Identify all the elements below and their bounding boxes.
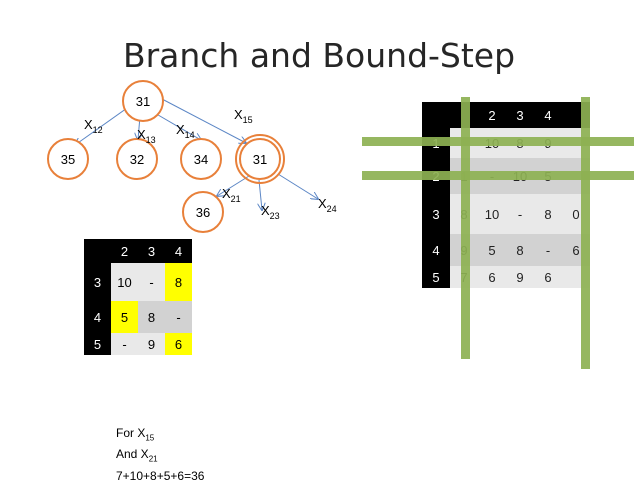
edge-label-x21: X21: [222, 186, 241, 204]
matrix-header-row: 2 3 4: [422, 102, 590, 128]
reduced-cell: -: [111, 333, 138, 355]
matrix-cell: 8: [506, 234, 534, 266]
note-line-3: 7+10+8+5+6=36: [116, 468, 205, 483]
edge-x24: [277, 173, 318, 199]
reduced-header-row: 2 3 4: [84, 239, 192, 263]
tree-node-x15: 31: [235, 134, 285, 184]
matrix-row-header: 4: [422, 234, 450, 266]
matrix-row: 5 7 6 9 6: [422, 266, 590, 288]
tree-node-x13: 32: [116, 138, 158, 180]
edge-x12: [75, 105, 131, 145]
matrix-cell: 6: [534, 266, 562, 288]
edge-label-x13: X13: [137, 127, 156, 145]
edge-label-x12: X12: [84, 117, 103, 135]
reduced-cell: 10: [111, 263, 138, 301]
reduced-cell-highlighted: 5: [111, 301, 138, 333]
matrix-cell: 10: [478, 194, 506, 234]
reduced-cell: -: [138, 263, 165, 301]
tree-node-x14: 34: [180, 138, 222, 180]
reduced-matrix: 2 3 4 3 10 - 8 4 5 8 - 5 - 9 6: [84, 239, 192, 355]
reduced-col-header: 2: [111, 239, 138, 263]
edge-label-x23: X23: [261, 203, 280, 221]
reduced-cell: 8: [138, 301, 165, 333]
reduced-cell-highlighted: 8: [165, 263, 192, 301]
slide-title: Branch and Bound-Step: [122, 36, 516, 75]
matrix-cell: 9: [506, 266, 534, 288]
reduced-corner: [84, 239, 111, 263]
strike-row-2-bar: [362, 171, 634, 180]
matrix-row: 3 8 10 - 8 0: [422, 194, 590, 234]
matrix-row-header: 5: [422, 266, 450, 288]
note-line-2: And X21: [116, 447, 158, 464]
edge-x23: [259, 179, 262, 210]
matrix-col-header: 2: [478, 102, 506, 128]
svg-text:31: 31: [136, 94, 150, 109]
tree-node-root: 31: [122, 80, 164, 122]
reduced-cell-highlighted: 6: [165, 333, 192, 355]
svg-text:36: 36: [196, 205, 210, 220]
reduced-row-header: 3: [84, 263, 111, 301]
matrix-cell: -: [506, 194, 534, 234]
matrix-cell: 8: [534, 194, 562, 234]
strike-col-1-bar: [461, 97, 470, 359]
note-line-1: For X15: [116, 426, 155, 443]
reduced-row-header: 5: [84, 333, 111, 355]
matrix-row-header: 3: [422, 194, 450, 234]
matrix-corner: [422, 102, 450, 128]
tree-node-x12: 35: [47, 138, 89, 180]
strike-col-5-bar: [581, 97, 590, 369]
edge-x15: [161, 98, 246, 143]
matrix-cell: 6: [478, 266, 506, 288]
svg-text:31: 31: [253, 152, 267, 167]
reduced-row: 3 10 - 8: [84, 263, 192, 301]
strike-row-1-bar: [362, 137, 634, 146]
reduced-row-header: 4: [84, 301, 111, 333]
edge-x14: [152, 111, 201, 140]
svg-text:35: 35: [61, 152, 75, 167]
cost-matrix: 2 3 4 1 10 8 9 2 1 - 10 5 3 8 10 - 8 0 4…: [422, 102, 590, 288]
matrix-cell: 5: [478, 234, 506, 266]
edge-label-x24: X24: [318, 196, 337, 214]
svg-text:34: 34: [194, 152, 208, 167]
reduced-cell: -: [165, 301, 192, 333]
edge-label-x14: X14: [176, 122, 195, 140]
matrix-col-header: 3: [506, 102, 534, 128]
svg-text:32: 32: [130, 152, 144, 167]
matrix-row: 4 9 5 8 - 6: [422, 234, 590, 266]
matrix-col-header: 4: [534, 102, 562, 128]
edge-x21: [217, 175, 250, 196]
reduced-cell: 9: [138, 333, 165, 355]
matrix-cell: -: [534, 234, 562, 266]
calculation-note: For X15 And X21 7+10+8+5+6=36: [116, 425, 204, 485]
reduced-col-header: 3: [138, 239, 165, 263]
edge-label-x15: X15: [234, 107, 253, 125]
reduced-col-header: 4: [165, 239, 192, 263]
reduced-row: 4 5 8 -: [84, 301, 192, 333]
reduced-row: 5 - 9 6: [84, 333, 192, 355]
tree-node-x21: 36: [182, 191, 224, 233]
